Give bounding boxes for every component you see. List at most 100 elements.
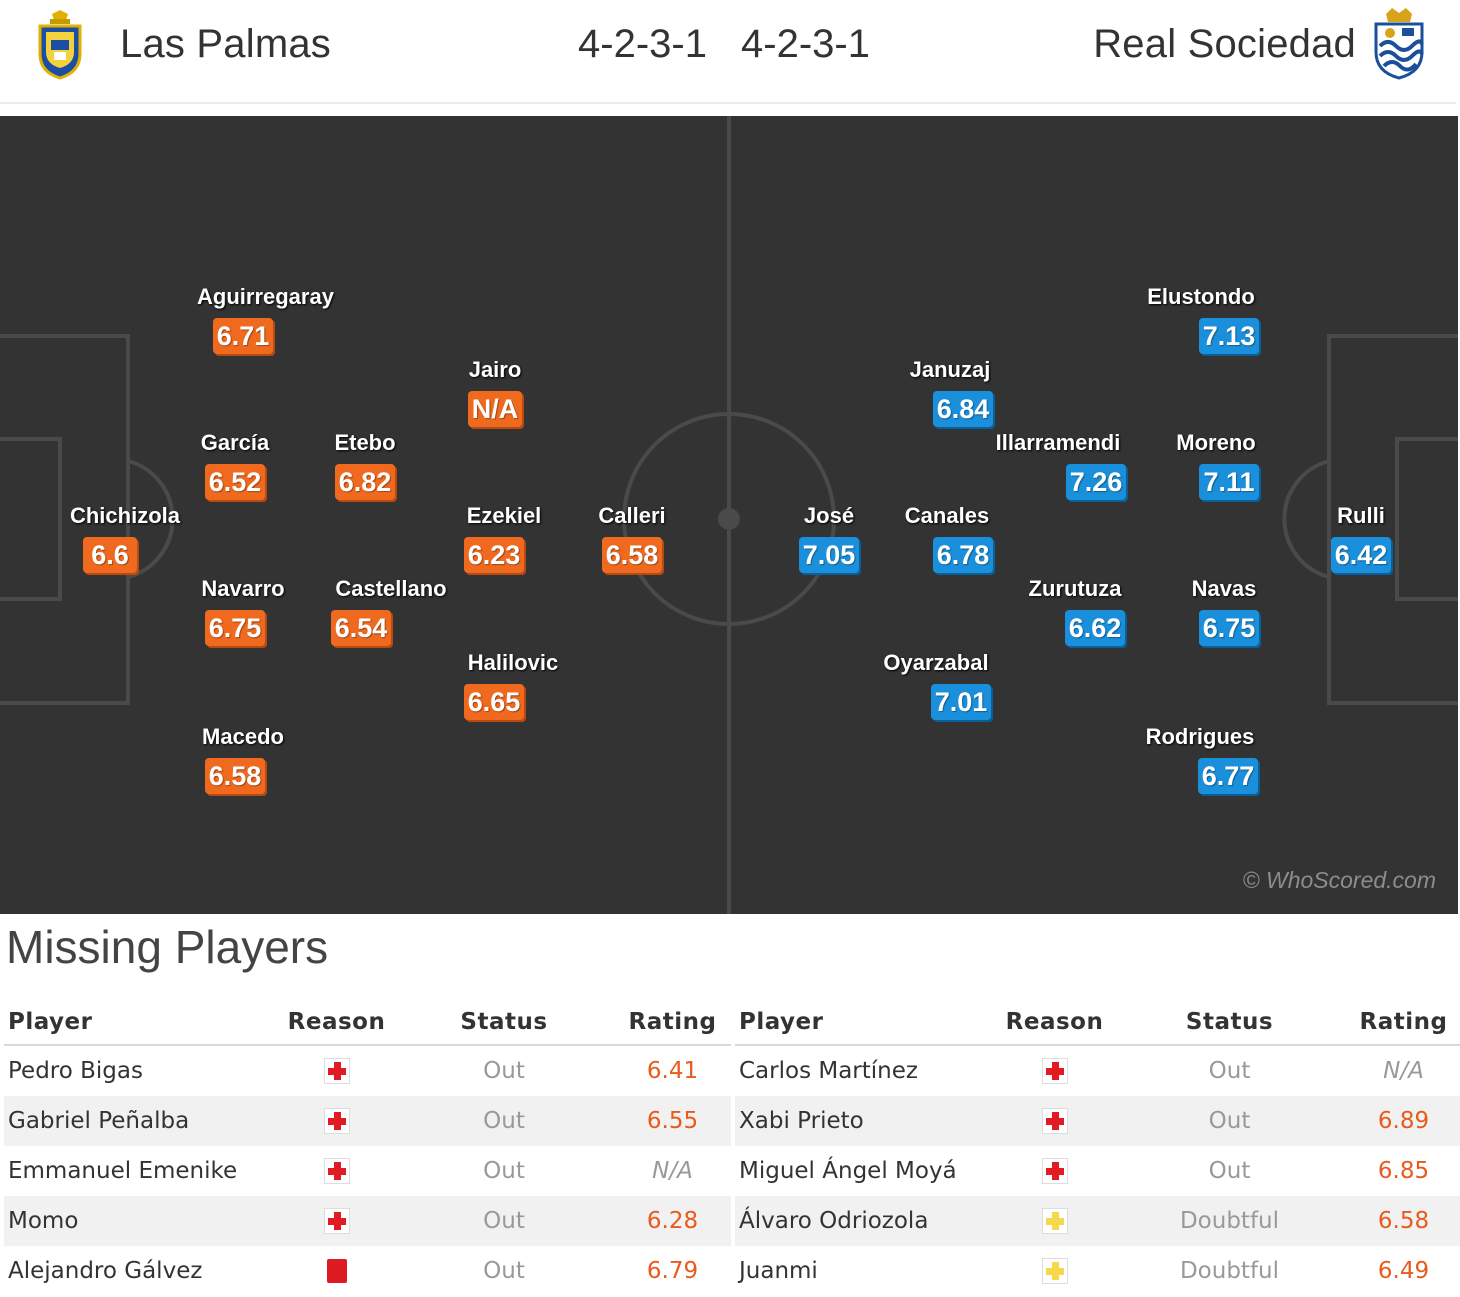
home-player[interactable]: Halilovic 6.65 xyxy=(428,650,598,720)
las-palmas-crest-icon xyxy=(38,10,82,80)
player-rating: 6.65 xyxy=(463,684,525,720)
player-rating: 6.42 xyxy=(1330,537,1392,573)
home-player[interactable]: Aguirregaray 6.71 xyxy=(187,284,357,354)
injury-icon xyxy=(323,1058,350,1085)
player-rating: N/A xyxy=(467,391,523,427)
player-rating: 7.13 xyxy=(1198,318,1260,354)
player-name[interactable]: Momo xyxy=(4,1196,279,1246)
player-name: Aguirregaray xyxy=(197,284,334,309)
rating: 6.55 xyxy=(614,1096,731,1146)
home-player[interactable]: Jairo N/A xyxy=(410,357,580,427)
status: Out xyxy=(483,1158,525,1184)
player-name[interactable]: Carlos Martínez xyxy=(739,1058,918,1084)
player-name[interactable]: Miguel Ángel Moyá xyxy=(739,1158,957,1184)
player-name[interactable]: Xabi Prieto xyxy=(735,1096,997,1146)
away-player[interactable]: Navas 6.75 xyxy=(1139,576,1309,646)
player-name: Jairo xyxy=(468,357,522,382)
home-player[interactable]: Etebo 6.82 xyxy=(280,430,450,500)
player-rating: 6.54 xyxy=(330,610,392,646)
away-player[interactable]: Zurutuza 6.62 xyxy=(990,576,1160,646)
player-name: Rulli xyxy=(1337,503,1385,528)
home-team-name[interactable]: Las Palmas xyxy=(120,22,331,66)
injury-icon xyxy=(1041,1108,1068,1135)
real-sociedad-crest-icon xyxy=(1374,8,1424,80)
home-player[interactable]: Ezekiel 6.23 xyxy=(419,503,589,573)
home-player[interactable]: Castellano 6.54 xyxy=(306,576,476,646)
table-row: Xabi Prieto Out 6.89 xyxy=(735,1096,1460,1146)
player-rating: 7.01 xyxy=(930,684,992,720)
injury-icon xyxy=(323,1158,350,1185)
rating: N/A xyxy=(652,1158,693,1184)
home-player[interactable]: Calleri 6.58 xyxy=(547,503,717,573)
pitch-markings xyxy=(0,116,1458,914)
player-name: José xyxy=(803,503,855,528)
player-name[interactable]: Alejandro Gálvez xyxy=(8,1258,203,1284)
rating: N/A xyxy=(1383,1058,1424,1084)
column-header-status[interactable]: Status xyxy=(394,1000,614,1046)
injury-icon xyxy=(1041,1158,1068,1185)
player-rating: 6.58 xyxy=(601,537,663,573)
player-name: Ezekiel xyxy=(466,503,542,528)
player-name: Halilovic xyxy=(467,650,559,675)
away-player[interactable]: José 7.05 xyxy=(744,503,914,573)
player-name[interactable]: Gabriel Peñalba xyxy=(4,1096,279,1146)
player-name[interactable]: Pedro Bigas xyxy=(8,1058,143,1084)
player-name: Etebo xyxy=(334,430,396,455)
player-name[interactable]: Álvaro Odriozola xyxy=(735,1196,997,1246)
away-team-name[interactable]: Real Sociedad xyxy=(1093,22,1356,66)
player-rating: 6.62 xyxy=(1064,610,1126,646)
player-name: Castellano xyxy=(335,576,447,601)
status: Out xyxy=(394,1096,614,1146)
doubtful-icon xyxy=(1041,1208,1068,1235)
player-rating: 7.26 xyxy=(1065,464,1127,500)
player-rating: 6.52 xyxy=(204,464,266,500)
away-player[interactable]: Canales 6.78 xyxy=(862,503,1032,573)
watermark: © WhoScored.com xyxy=(1242,867,1436,893)
table-row: Momo Out 6.28 xyxy=(4,1196,731,1246)
table-row: Carlos Martínez Out N/A xyxy=(735,1045,1460,1096)
away-player[interactable]: Moreno 7.11 xyxy=(1131,430,1301,500)
player-name: Rodrigues xyxy=(1145,724,1255,749)
away-player[interactable]: Rodrigues 6.77 xyxy=(1115,724,1285,794)
player-rating: 6.78 xyxy=(932,537,994,573)
away-player[interactable]: Illarramendi 7.26 xyxy=(973,430,1143,500)
home-player[interactable]: Chichizola 6.6 xyxy=(40,503,210,573)
player-name[interactable]: Juanmi xyxy=(739,1258,818,1284)
away-player[interactable]: Oyarzabal 7.01 xyxy=(851,650,1021,720)
player-name[interactable]: Emmanuel Emenike xyxy=(8,1158,238,1184)
away-player[interactable]: Januzaj 6.84 xyxy=(865,357,1035,427)
table-row: Gabriel Peñalba Out 6.55 xyxy=(4,1096,731,1146)
column-header-player[interactable]: Player xyxy=(735,1000,997,1046)
home-player[interactable]: Macedo 6.58 xyxy=(158,724,328,794)
away-missing-table: Player Reason Status Rating Carlos Martí… xyxy=(735,1000,1460,1296)
away-player[interactable]: Elustondo 7.13 xyxy=(1116,284,1286,354)
status: Doubtful xyxy=(1179,1258,1280,1284)
table-row: Álvaro Odriozola Doubtful 6.58 xyxy=(735,1196,1460,1246)
column-header-status[interactable]: Status xyxy=(1112,1000,1347,1046)
column-header-reason[interactable]: Reason xyxy=(997,1000,1112,1046)
status: Out xyxy=(1208,1058,1251,1084)
column-header-reason[interactable]: Reason xyxy=(279,1000,394,1046)
status: Out xyxy=(1208,1158,1251,1184)
player-name: Chichizola xyxy=(69,503,180,528)
player-name: Elustondo xyxy=(1147,284,1255,309)
away-formation: 4-2-3-1 xyxy=(741,22,870,66)
player-rating: 7.05 xyxy=(798,537,860,573)
home-player[interactable]: Navarro 6.75 xyxy=(158,576,328,646)
player-rating: 6.58 xyxy=(204,758,266,794)
rating: 6.79 xyxy=(646,1258,699,1284)
away-player[interactable]: Rulli 6.42 xyxy=(1276,503,1446,573)
table-row: Emmanuel Emenike Out N/A xyxy=(4,1146,731,1196)
player-name: Navas xyxy=(1191,576,1257,601)
table-row: Pedro Bigas Out 6.41 xyxy=(4,1045,731,1096)
home-player[interactable]: García 6.52 xyxy=(150,430,320,500)
player-name: Canales xyxy=(904,503,990,528)
column-header-rating[interactable]: Rating xyxy=(614,1000,731,1046)
player-name: Illarramendi xyxy=(995,430,1121,455)
column-header-rating[interactable]: Rating xyxy=(1347,1000,1460,1046)
rating: 6.41 xyxy=(646,1058,699,1084)
player-name: Januzaj xyxy=(909,357,991,382)
column-header-player[interactable]: Player xyxy=(4,1000,279,1046)
player-rating: 6.23 xyxy=(463,537,525,573)
injury-icon xyxy=(323,1108,350,1135)
